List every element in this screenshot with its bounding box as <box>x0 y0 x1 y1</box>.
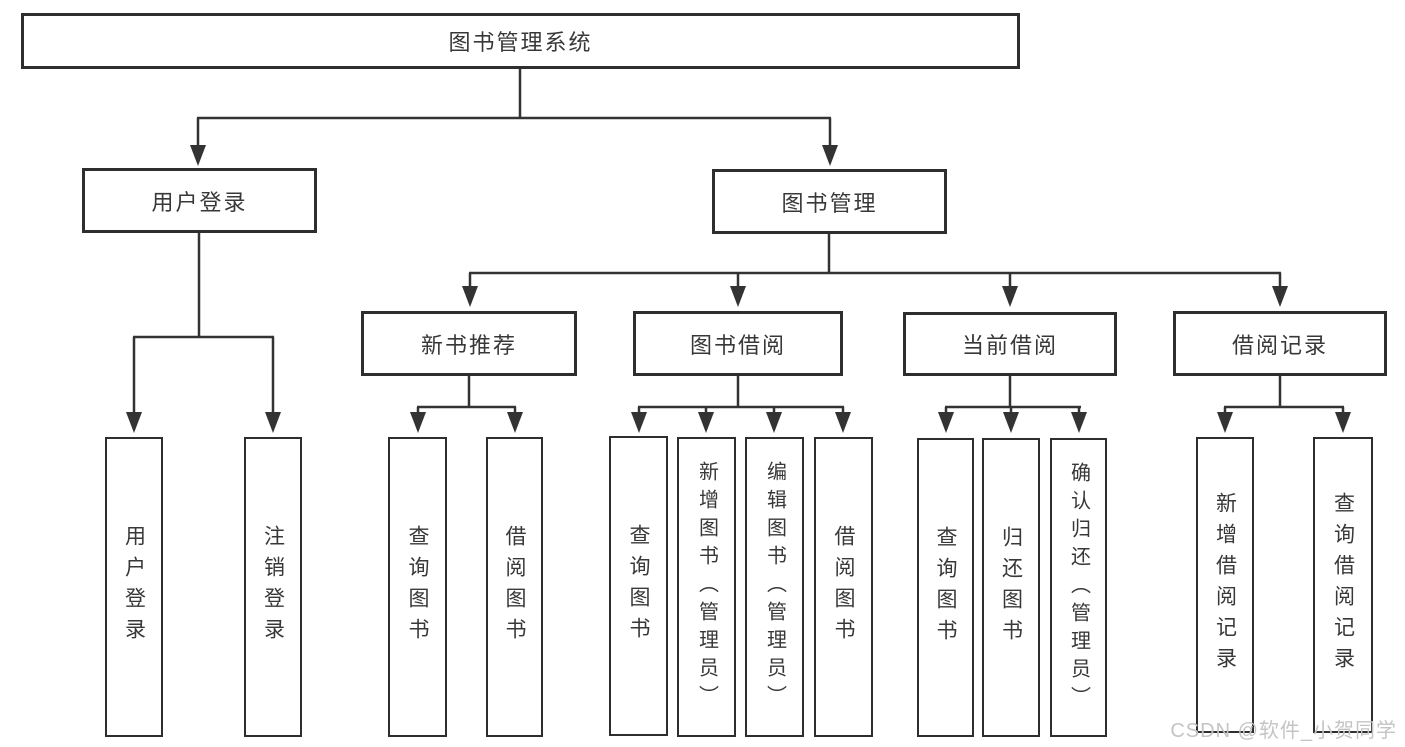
leaf-label: 新增图书（管理员） <box>695 461 718 713</box>
node-book-management: 图书管理 <box>712 169 947 234</box>
leaf-query-books-current: 查询图书 <box>917 438 974 737</box>
leaf-add-borrow-record: 新增借阅记录 <box>1196 437 1254 733</box>
leaf-label: 借阅图书 <box>832 525 855 649</box>
node-book-borrow: 图书借阅 <box>633 311 843 376</box>
leaf-label: 查询借阅记录 <box>1331 492 1355 678</box>
leaf-add-books-admin: 新增图书（管理员） <box>677 437 736 737</box>
node-borrow-records: 借阅记录 <box>1173 311 1387 376</box>
leaf-logout: 注销登录 <box>244 437 302 737</box>
leaf-label: 确认归还（管理员） <box>1067 461 1090 714</box>
leaf-query-borrow-record: 查询借阅记录 <box>1313 437 1373 733</box>
leaf-label: 借阅图书 <box>503 525 526 649</box>
leaf-query-books-borrow: 查询图书 <box>609 436 668 736</box>
csdn-watermark: CSDN @软件_小贺同学 <box>1170 720 1397 742</box>
leaf-label: 归还图书 <box>999 525 1023 650</box>
leaf-label: 查询图书 <box>406 525 429 649</box>
node-user-login: 用户登录 <box>82 168 317 233</box>
leaf-edit-books-admin: 编辑图书（管理员） <box>745 437 804 737</box>
node-library-management-system: 图书管理系统 <box>21 13 1020 69</box>
node-current-borrow: 当前借阅 <box>903 312 1117 376</box>
leaf-label: 查询图书 <box>627 524 650 648</box>
leaf-label: 查询图书 <box>934 525 957 650</box>
leaf-label: 注销登录 <box>261 525 285 649</box>
leaf-return-books: 归还图书 <box>982 438 1040 737</box>
leaf-user-login: 用户登录 <box>105 437 163 737</box>
leaf-label: 编辑图书（管理员） <box>763 461 786 713</box>
leaf-borrow-books-recommend: 借阅图书 <box>486 437 543 737</box>
leaf-label: 新增借阅记录 <box>1213 492 1237 678</box>
node-new-book-recommend: 新书推荐 <box>361 311 577 376</box>
leaf-query-books-recommend: 查询图书 <box>388 437 447 737</box>
leaf-confirm-return-admin: 确认归还（管理员） <box>1050 438 1107 737</box>
leaf-borrow-books: 借阅图书 <box>814 437 873 737</box>
leaf-label: 用户登录 <box>122 525 146 649</box>
